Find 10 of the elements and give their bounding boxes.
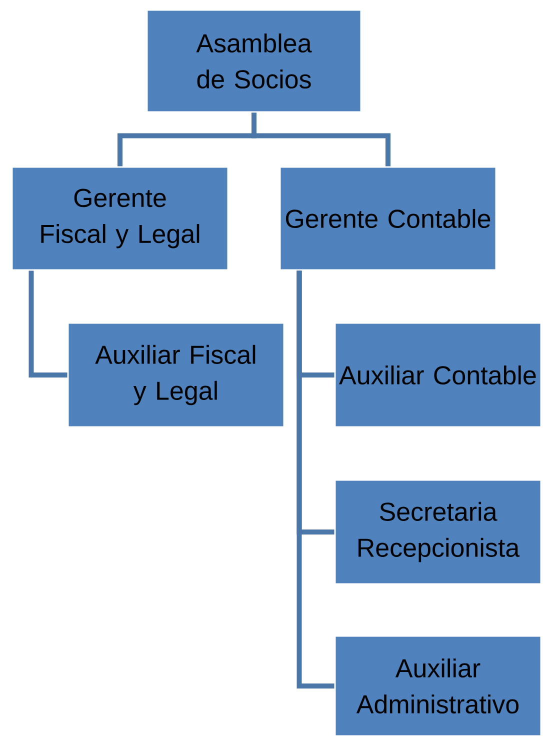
org-box: Auxiliar Fiscal y Legal [67,322,285,428]
connector-line [28,270,68,378]
org-box: Gerente Contable [279,166,497,271]
org-box: Gerente Fiscal y Legal [11,166,229,271]
org-box: Auxiliar Administrativo [334,635,542,737]
org-box: Auxiliar Contable [334,322,542,428]
connector-line [296,270,334,688]
connector-line [252,112,390,166]
org-box: Secretaria Recepcionista [334,479,542,585]
org-box: Asamblea de Socios [146,9,362,113]
